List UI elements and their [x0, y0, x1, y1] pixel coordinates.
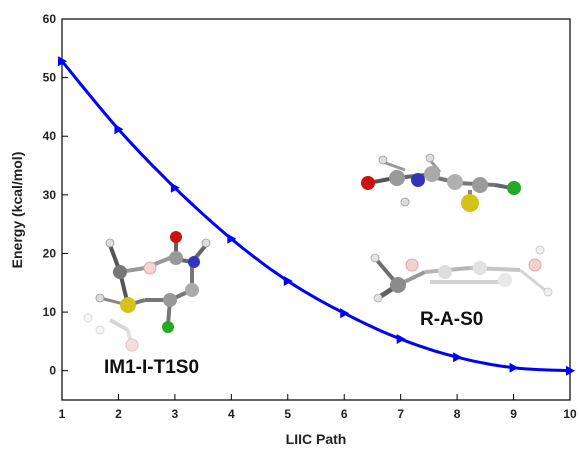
x-tick-label: 3 [172, 407, 179, 421]
y-tick-label: 0 [49, 364, 56, 378]
x-tick-label: 9 [510, 407, 517, 421]
y-tick-label: 50 [43, 71, 57, 85]
x-tick-label: 7 [397, 407, 404, 421]
molecule-right-bottom-illustration [370, 245, 553, 303]
series-point [283, 276, 293, 287]
series-point [453, 352, 463, 363]
x-tick-label: 4 [228, 407, 235, 421]
series-point [114, 124, 124, 135]
series-line [60, 60, 571, 373]
x-axis-ticks: 1 2 3 4 5 6 7 8 9 10 [59, 394, 577, 421]
x-tick-label: 10 [563, 407, 577, 421]
x-tick-label: 8 [454, 407, 461, 421]
series-point [340, 308, 350, 319]
series-point [227, 233, 237, 244]
x-axis-label: LIIC Path [286, 431, 347, 447]
y-tick-label: 40 [43, 129, 57, 143]
series-point [396, 334, 406, 345]
series-point [58, 56, 67, 67]
plot-frame [61, 18, 571, 401]
series-point [509, 362, 519, 373]
y-axis-ticks: 0 10 20 30 40 50 60 [43, 12, 68, 378]
annotation-im1: IM1-I-T1S0 [104, 357, 199, 378]
series-point [170, 182, 180, 193]
series-point [566, 365, 575, 376]
y-tick-label: 20 [43, 246, 57, 260]
x-tick-label: 6 [341, 407, 348, 421]
y-tick-label: 10 [43, 305, 57, 319]
series-markers [58, 56, 575, 376]
molecule-right-top-illustration [361, 153, 521, 212]
y-tick-label: 30 [43, 188, 57, 202]
x-tick-label: 2 [115, 407, 122, 421]
x-tick-label: 1 [59, 407, 66, 421]
y-axis-label: Energy (kcal/mol) [9, 152, 25, 269]
molecule-left-illustration [83, 231, 211, 352]
annotation-ras0: R-A-S0 [420, 309, 483, 330]
x-tick-label: 5 [284, 407, 291, 421]
y-tick-label: 60 [43, 12, 57, 26]
